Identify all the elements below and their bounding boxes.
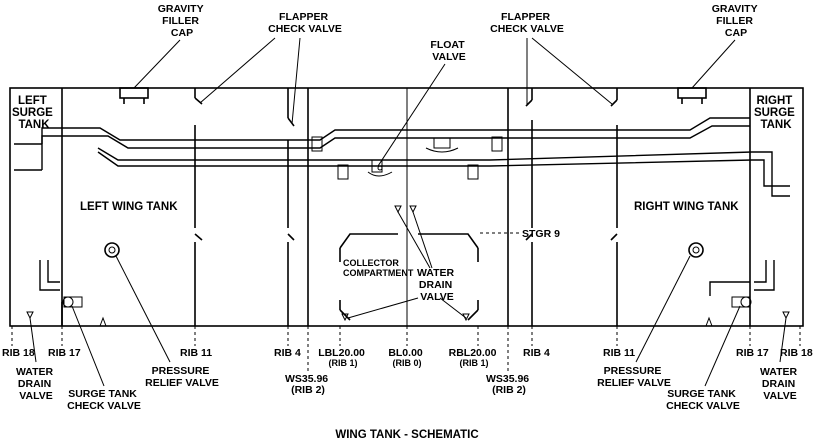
label-pressure-relief-valve-left: PRESSURE RELIEF VALVE (145, 365, 219, 389)
label-float-valve: FLOAT VALVE (430, 39, 467, 63)
label-water-drain-valve-right: WATER DRAIN VALVE (760, 366, 800, 402)
drain-valve-symbols (26, 205, 790, 322)
rib4-right-baffle (525, 88, 533, 326)
label-rib17-right: RIB 17 (736, 347, 769, 359)
label-rib4-right: RIB 4 (523, 347, 550, 359)
label-lbl: LBL20.00 (RIB 1) (318, 347, 368, 368)
label-surge-tank-check-valve-right: SURGE TANK CHECK VALVE (666, 388, 740, 412)
label-right-wing-tank: RIGHT WING TANK (634, 201, 739, 213)
label-rib18-left: RIB 18 (2, 347, 35, 359)
label-surge-tank-check-valve-left: SURGE TANK CHECK VALVE (67, 388, 141, 412)
surge-check-valve-right (705, 260, 775, 327)
label-bl: BL0.00 (RIB 0) (388, 347, 425, 368)
label-left-surge-tank: LEFT SURGE TANK (12, 95, 56, 131)
label-water-drain-valve-center: WATER DRAIN VALVE (417, 267, 457, 303)
label-right-surge-tank: RIGHT SURGE TANK (754, 95, 798, 131)
pressure-relief-valve-left (104, 242, 120, 258)
rib2-valves (311, 136, 503, 180)
label-rib4-left: RIB 4 (274, 347, 301, 359)
label-gravity-filler-cap-right: GRAVITY FILLER CAP (712, 3, 761, 39)
label-rib11-right: RIB 11 (603, 347, 635, 359)
surge-check-valve-left (39, 260, 107, 327)
diagram-title: WING TANK - SCHEMATIC (335, 429, 478, 441)
label-pressure-relief-valve-right: PRESSURE RELIEF VALVE (597, 365, 671, 389)
label-rib11-left: RIB 11 (180, 347, 212, 359)
label-stgr: STGR 9 (522, 228, 560, 240)
label-rib18-right: RIB 18 (780, 347, 813, 359)
label-flapper-check-valve-right: FLAPPER CHECK VALVE (490, 11, 564, 35)
filler-cap-left (119, 87, 149, 104)
label-water-drain-valve-left: WATER DRAIN VALVE (16, 366, 56, 402)
label-gravity-filler-cap-left: GRAVITY FILLER CAP (158, 3, 207, 39)
label-left-wing-tank: LEFT WING TANK (80, 201, 178, 213)
float-valve-symbol (367, 137, 459, 177)
rib-leader-lines (11, 326, 801, 372)
rib11-right-baffle (610, 88, 618, 326)
pressure-relief-valve-right (688, 242, 704, 258)
vent-pipe-upper (41, 117, 750, 170)
rib11-left-baffle (194, 88, 203, 326)
label-ws-left: WS35.96 (RIB 2) (285, 373, 331, 396)
label-rbl: RBL20.00 (RIB 1) (449, 347, 500, 368)
label-rib17-left: RIB 17 (48, 347, 81, 359)
label-collector-compartment: COLLECTOR COMPARTMENT (343, 258, 414, 278)
rib4-left-baffle (287, 88, 295, 326)
label-ws-right: WS35.96 (RIB 2) (486, 373, 532, 396)
filler-cap-right (677, 87, 707, 104)
vent-pipe-lower (97, 147, 790, 197)
label-flapper-check-valve-left: FLAPPER CHECK VALVE (268, 11, 342, 35)
